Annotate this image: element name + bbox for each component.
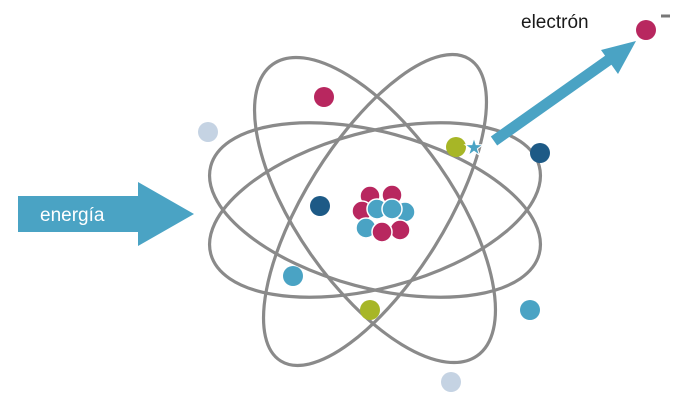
orbits [207, 52, 543, 368]
energy-arrow: energía [18, 182, 194, 246]
orbit-ring [207, 121, 543, 299]
proton [371, 221, 393, 243]
nucleus [351, 184, 416, 243]
star-icon [463, 136, 485, 157]
electrons [198, 87, 550, 392]
energy-arrow-shape [18, 182, 194, 246]
energy-label: energía [40, 205, 105, 226]
electron [310, 196, 330, 216]
electron-label: electrón [521, 12, 589, 33]
neutron [381, 198, 403, 220]
orbit-ring [207, 121, 543, 299]
electron [530, 143, 550, 163]
orbit-ring [252, 55, 498, 365]
orbit-ring [261, 52, 489, 368]
struck-electron [446, 137, 466, 157]
electron [198, 122, 218, 142]
electron [283, 266, 303, 286]
electron [520, 300, 540, 320]
ejection-arrow [490, 41, 636, 146]
proton [389, 219, 411, 241]
ejection-arrow-shaft [490, 54, 614, 146]
ejected-electron [636, 20, 656, 40]
electron [360, 300, 380, 320]
electron [314, 87, 334, 107]
electron [441, 372, 461, 392]
ejection-arrow-head [601, 41, 636, 74]
